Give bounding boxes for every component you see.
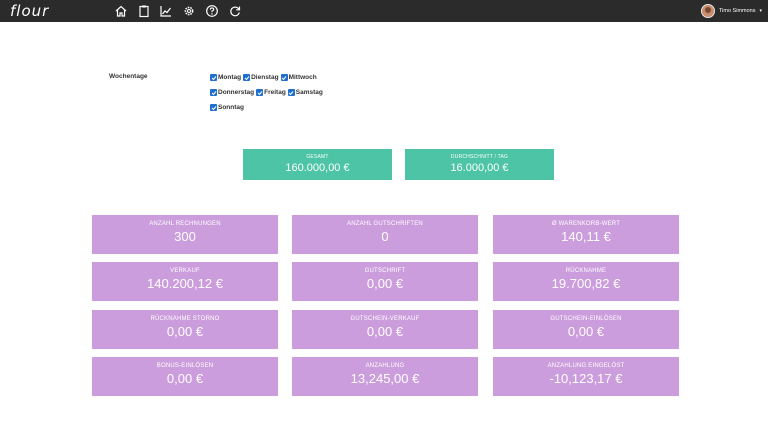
kpi-card-invoice-count: ANZAHL RECHNUNGEN 300: [92, 215, 278, 254]
kpi-title: GUTSCHEIN-VERKAUF: [350, 316, 420, 322]
kpi-title: ANZAHLUNG: [365, 363, 405, 369]
checkbox-checked-icon[interactable]: [243, 74, 251, 81]
kpi-value: 19.700,82 €: [551, 276, 621, 291]
home-icon[interactable]: [114, 4, 128, 18]
summary-card-average: DURCHSCHNITT / TAG 16.000,00 €: [405, 149, 554, 180]
checkbox-label: Donnerstag: [218, 89, 255, 96]
kpi-card-voucher-sale: GUTSCHEIN-VERKAUF 0,00 €: [292, 310, 478, 349]
checkbox-checked-icon[interactable]: [210, 89, 217, 96]
weekdays-row-2: Donnerstag Freitag Samstag: [210, 89, 323, 96]
checkbox-label: Montag: [218, 74, 242, 81]
kpi-value: 0,00 €: [366, 324, 404, 339]
kpi-title: GUTSCHRIFT: [364, 268, 406, 274]
kpi-value: 0,00 €: [166, 324, 204, 339]
kpi-value: 140.200,12 €: [147, 276, 223, 291]
checkbox-checked-icon[interactable]: [287, 89, 295, 96]
chart-icon[interactable]: [159, 4, 173, 18]
weekdays-row-1: Montag Dienstag Mittwoch: [210, 74, 317, 81]
kpi-card-credit-count: ANZAHL GUTSCHRIFTEN 0: [292, 215, 478, 254]
kpi-card-bonus-redeem: BONUS-EINLÖSEN 0,00 €: [92, 357, 278, 396]
kpi-title: BONUS-EINLÖSEN: [156, 363, 214, 369]
kpi-title: RÜCKNAHME: [565, 268, 607, 274]
checkbox-checked-icon[interactable]: [280, 74, 288, 81]
summary-value: 16.000,00 €: [450, 162, 509, 174]
kpi-card-credit: GUTSCHRIFT 0,00 €: [292, 262, 478, 301]
kpi-title: ANZAHL GUTSCHRIFTEN: [347, 221, 423, 227]
checkbox-checked-icon[interactable]: [210, 104, 217, 111]
checkbox-label: Sonntag: [218, 104, 244, 111]
checkbox-freitag[interactable]: Freitag: [256, 89, 286, 96]
kpi-card-basket-value: Ø WARENKORB-WERT 140,11 €: [493, 215, 679, 254]
kpi-value: 300: [174, 229, 196, 244]
kpi-value: -10,123,17 €: [549, 371, 623, 386]
kpi-card-voucher-redeem: GUTSCHEIN-EINLÖSEN 0,00 €: [493, 310, 679, 349]
checkbox-mittwoch[interactable]: Mittwoch: [280, 74, 317, 81]
checkbox-checked-icon[interactable]: [210, 74, 217, 81]
summary-title: DURCHSCHNITT / TAG: [450, 154, 509, 160]
kpi-title: ANZAHLUNG EINGELÖST: [547, 363, 625, 369]
checkbox-label: Dienstag: [251, 74, 279, 81]
checkbox-label: Samstag: [295, 89, 323, 96]
kpi-card-deposit: ANZAHLUNG 13,245,00 €: [292, 357, 478, 396]
kpi-card-deposit-redeemed: ANZAHLUNG EINGELÖST -10,123,17 €: [493, 357, 679, 396]
refresh-icon[interactable]: [228, 4, 242, 18]
user-menu[interactable]: Timo Simmons ▾: [701, 3, 762, 19]
weekdays-label: Wochentage: [109, 73, 148, 80]
summary-card-total: GESAMT 160.000,00 €: [243, 149, 392, 180]
summary-value: 160.000,00 €: [285, 162, 350, 174]
kpi-value: 0: [381, 229, 389, 244]
checkbox-label: Mittwoch: [288, 74, 317, 81]
kpi-value: 0,00 €: [166, 371, 204, 386]
checkbox-samstag[interactable]: Samstag: [287, 89, 323, 96]
kpi-title: ANZAHL RECHNUNGEN: [149, 221, 221, 227]
kpi-title: GUTSCHEIN-EINLÖSEN: [550, 316, 622, 322]
chevron-down-icon: ▾: [759, 8, 762, 14]
avatar: [701, 4, 716, 18]
kpi-title: Ø WARENKORB-WERT: [551, 221, 621, 227]
checkbox-donnerstag[interactable]: Donnerstag: [210, 89, 254, 96]
kpi-value: 0,00 €: [366, 276, 404, 291]
clipboard-icon[interactable]: [137, 4, 151, 18]
kpi-value: 140,11 €: [561, 229, 611, 244]
kpi-title: VERKAUF: [170, 268, 200, 274]
kpi-value: 0,00 €: [567, 324, 605, 339]
checkbox-checked-icon[interactable]: [256, 89, 264, 96]
checkbox-sonntag[interactable]: Sonntag: [210, 104, 244, 111]
user-name: Timo Simmons: [719, 8, 756, 14]
gear-icon[interactable]: [182, 4, 196, 18]
checkbox-label: Freitag: [264, 89, 286, 96]
weekdays-row-3: Sonntag: [210, 104, 244, 111]
checkbox-dienstag[interactable]: Dienstag: [243, 74, 279, 81]
kpi-card-sales: VERKAUF 140.200,12 €: [92, 262, 278, 301]
summary-title: GESAMT: [306, 154, 329, 160]
kpi-card-return: RÜCKNAHME 19.700,82 €: [493, 262, 679, 301]
help-icon[interactable]: [205, 4, 219, 18]
top-bar: flour Timo Simmons ▾: [0, 0, 768, 22]
kpi-title: RÜCKNAHME STORNO: [150, 316, 220, 322]
app-logo[interactable]: flour: [10, 2, 50, 20]
kpi-value: 13,245,00 €: [350, 371, 420, 386]
checkbox-montag[interactable]: Montag: [210, 74, 241, 81]
kpi-card-return-cancel: RÜCKNAHME STORNO 0,00 €: [92, 310, 278, 349]
